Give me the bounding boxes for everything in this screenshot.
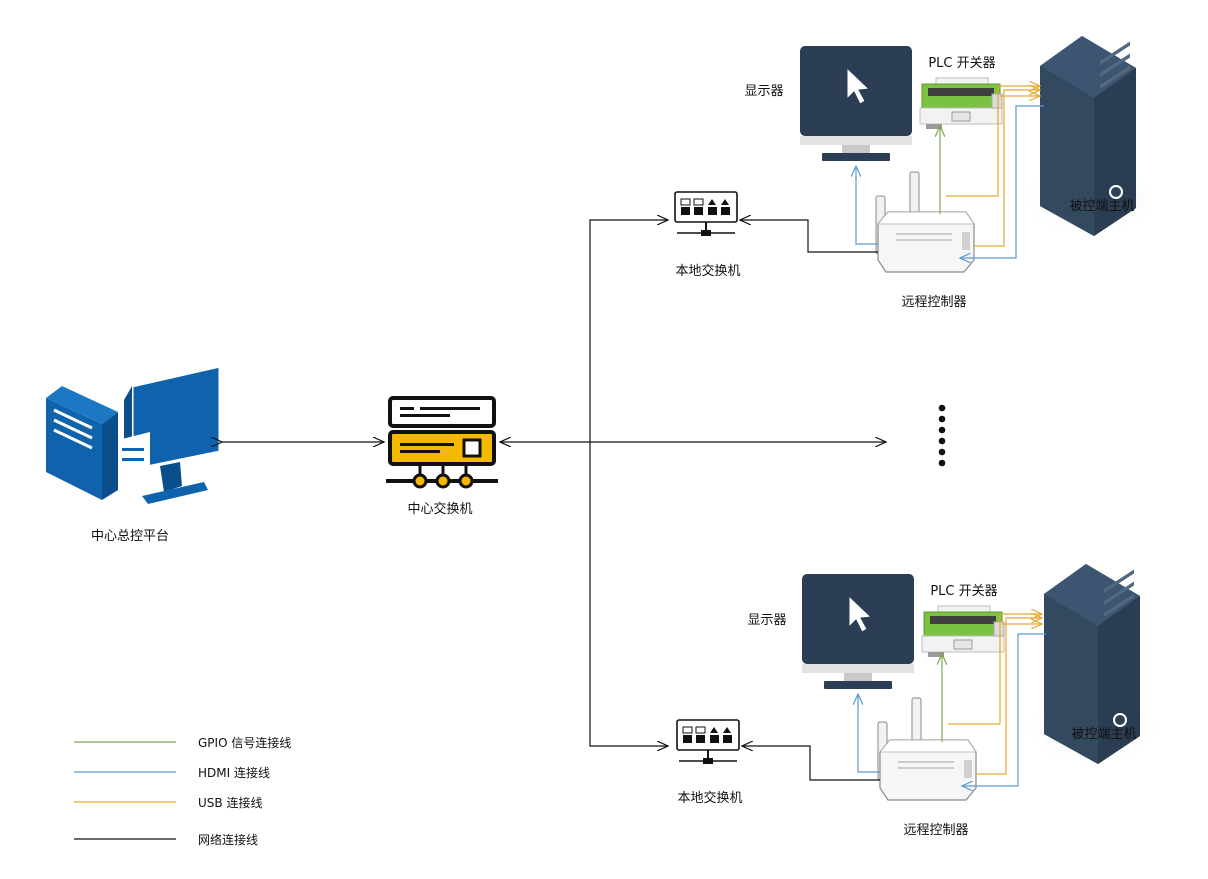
network-link <box>742 746 880 781</box>
central-switch-icon <box>386 396 498 489</box>
monitor-icon <box>801 573 915 690</box>
hdmi-link <box>858 694 880 773</box>
plc-switch-label: PLC 开关器 <box>930 584 997 599</box>
central-switch-label: 中心交换机 <box>407 501 472 517</box>
legend-label-network: 网络连接线 <box>198 832 258 847</box>
legend-label-gpio: GPIO 信号连接线 <box>198 735 291 750</box>
hdmi-link <box>960 105 1044 258</box>
usb-link <box>976 618 1042 775</box>
controlled-host-label: 被控端主机 <box>1069 199 1134 214</box>
hdmi-link <box>856 166 878 245</box>
remote-controller-label: 远程控制器 <box>903 823 968 838</box>
plc-switch-icon <box>919 77 1003 130</box>
local-switch-label: 本地交换机 <box>675 263 740 279</box>
plc-switch-icon <box>921 605 1005 658</box>
controlled-host-label: 被控端主机 <box>1071 727 1136 742</box>
usb-link <box>974 90 1040 247</box>
remote-controller-icon <box>877 211 975 273</box>
site-cluster-top: 本地交换机 显示器 PLC 开关器 被控端主机 远程控制器 <box>674 35 1160 310</box>
local-switch-label: 本地交换机 <box>677 790 742 806</box>
monitor-label: 显示器 <box>747 613 786 628</box>
central-platform-label: 中心总控平台 <box>91 529 169 544</box>
hdmi-link <box>962 633 1046 786</box>
network-lines <box>222 220 886 746</box>
remote-controller-icon <box>879 739 977 801</box>
central-platform-icon <box>46 364 222 504</box>
monitor-icon <box>799 45 913 162</box>
plc-switch-label: PLC 开关器 <box>928 56 995 71</box>
remote-controller-label: 远程控制器 <box>901 295 966 310</box>
more-nodes-ellipsis <box>938 404 946 467</box>
legend-label-hdmi: HDMI 连接线 <box>198 765 270 780</box>
local-switch-icon <box>674 191 738 237</box>
network-link <box>740 220 878 253</box>
monitor-label: 显示器 <box>744 84 783 99</box>
usb-link <box>946 86 1040 197</box>
usb-link <box>948 614 1042 725</box>
legend-label-usb: USB 连接线 <box>198 795 262 810</box>
legend: GPIO 信号连接线 HDMI 连接线 USB 连接线 网络连接线 <box>74 735 291 847</box>
site-cluster-bottom: 本地交换机 显示器 PLC 开关器 被控端主机 远程控制器 <box>676 563 1162 838</box>
local-switch-icon <box>676 719 740 765</box>
